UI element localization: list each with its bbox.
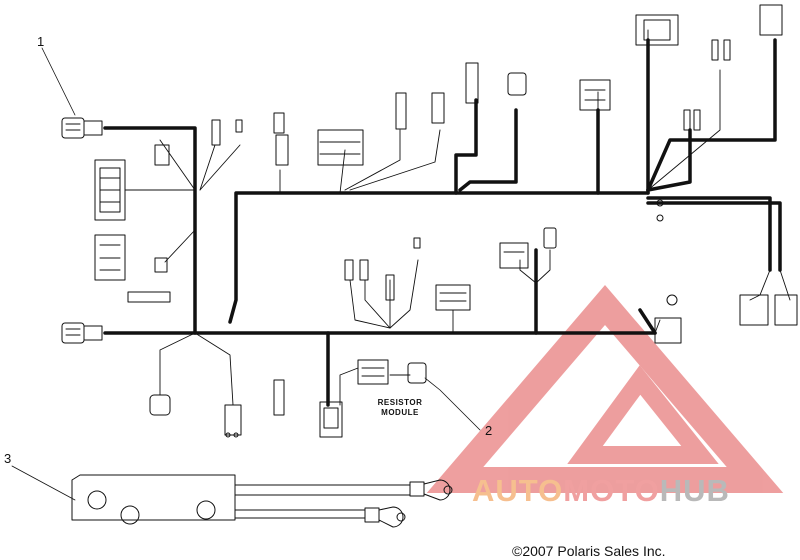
main-harness-trunks xyxy=(103,38,782,407)
resistor-module-line1: RESISTOR xyxy=(377,398,423,407)
callout-leaders xyxy=(11,47,481,501)
watermark-part2: MOTO xyxy=(563,473,660,508)
watermark-part1: AUTO xyxy=(472,473,564,508)
resistor-module-label: RESISTOR MODULE xyxy=(368,398,432,418)
watermark-part3: HUB xyxy=(659,473,730,508)
callout-2: 2 xyxy=(485,423,493,438)
battery-cable-assembly xyxy=(71,474,453,528)
thin-branch-wires xyxy=(124,29,791,406)
watermark-text: AUTOMOTOHUB xyxy=(472,473,730,509)
callout-3: 3 xyxy=(4,451,12,466)
resistor-module-line2: MODULE xyxy=(381,408,419,417)
copyright-notice: ©2007 Polaris Sales Inc. xyxy=(512,543,666,559)
connectors xyxy=(61,4,798,438)
watermark-logo xyxy=(426,285,784,493)
callout-1: 1 xyxy=(37,34,45,49)
